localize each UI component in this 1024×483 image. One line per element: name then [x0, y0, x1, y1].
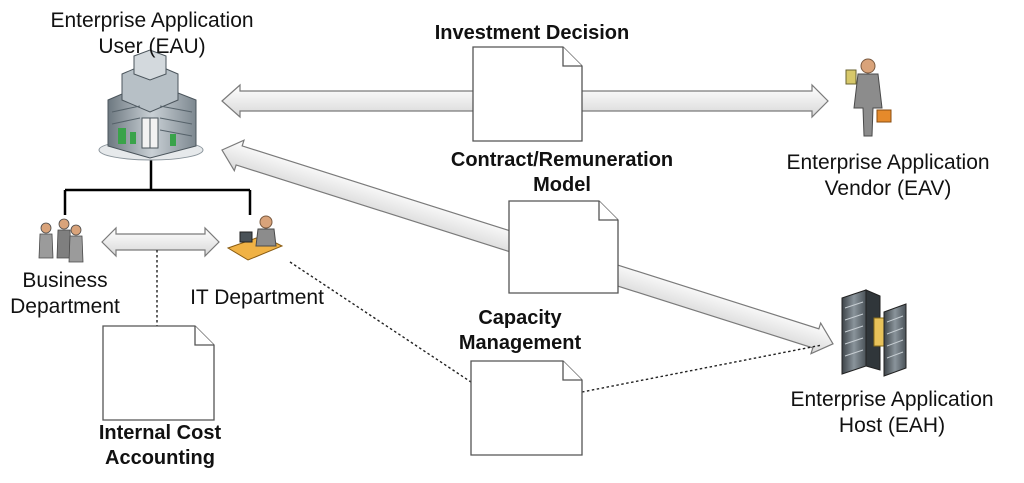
businessman-icon: [845, 58, 892, 137]
it-worker-desk-icon: [226, 215, 284, 261]
business-label-line2: Department: [10, 295, 120, 318]
eah-label-line1: Enterprise Application: [790, 388, 994, 411]
eau-label: Enterprise Application User (EAU): [16, 8, 288, 60]
it-department-label: IT Department: [172, 285, 342, 311]
capacity-label-line2: Management: [458, 332, 582, 354]
contract-label-line1: Contract/Remuneration: [450, 149, 674, 171]
internal-cost-accounting-label: Internal Cost Accounting: [60, 421, 260, 471]
capacity-label-line1: Capacity: [478, 307, 562, 329]
contract-remuneration-label: Contract/Remuneration Model: [412, 148, 712, 198]
investment-document-icon: [472, 46, 583, 142]
business-label-line1: Business: [22, 269, 108, 292]
cost-label-line1: Internal Cost: [98, 422, 222, 444]
eah-label-line2: Host (EAH): [838, 414, 946, 437]
eah-label: Enterprise Application Host (EAH): [760, 387, 1024, 439]
investment-decision-label: Investment Decision: [392, 21, 672, 46]
contract-document-icon: [508, 200, 619, 294]
capacity-management-label: Capacity Management: [420, 306, 620, 356]
business-department-label: Business Department: [0, 268, 130, 320]
eau-label-line2: User (EAU): [98, 35, 206, 58]
people-group-icon: [38, 218, 84, 263]
dotted-connectors: [156, 250, 823, 393]
office-building-icon: [98, 49, 204, 161]
eau-label-line1: Enterprise Application: [50, 9, 254, 32]
cost-label-line2: Accounting: [105, 447, 215, 469]
investment-label-line1: Investment Decision: [434, 22, 630, 44]
server-rack-icon: [841, 289, 907, 377]
department-arrow: [101, 226, 220, 258]
contract-label-line2: Model: [533, 174, 591, 196]
capacity-document-icon: [470, 360, 583, 456]
eav-label-line2: Vendor (EAV): [824, 177, 952, 200]
eav-label-line1: Enterprise Application: [786, 151, 990, 174]
eav-label: Enterprise Application Vendor (EAV): [752, 150, 1024, 202]
org-chart-lines: [63, 160, 252, 215]
it-label-line1: IT Department: [190, 286, 324, 309]
cost-document-icon: [102, 325, 215, 421]
